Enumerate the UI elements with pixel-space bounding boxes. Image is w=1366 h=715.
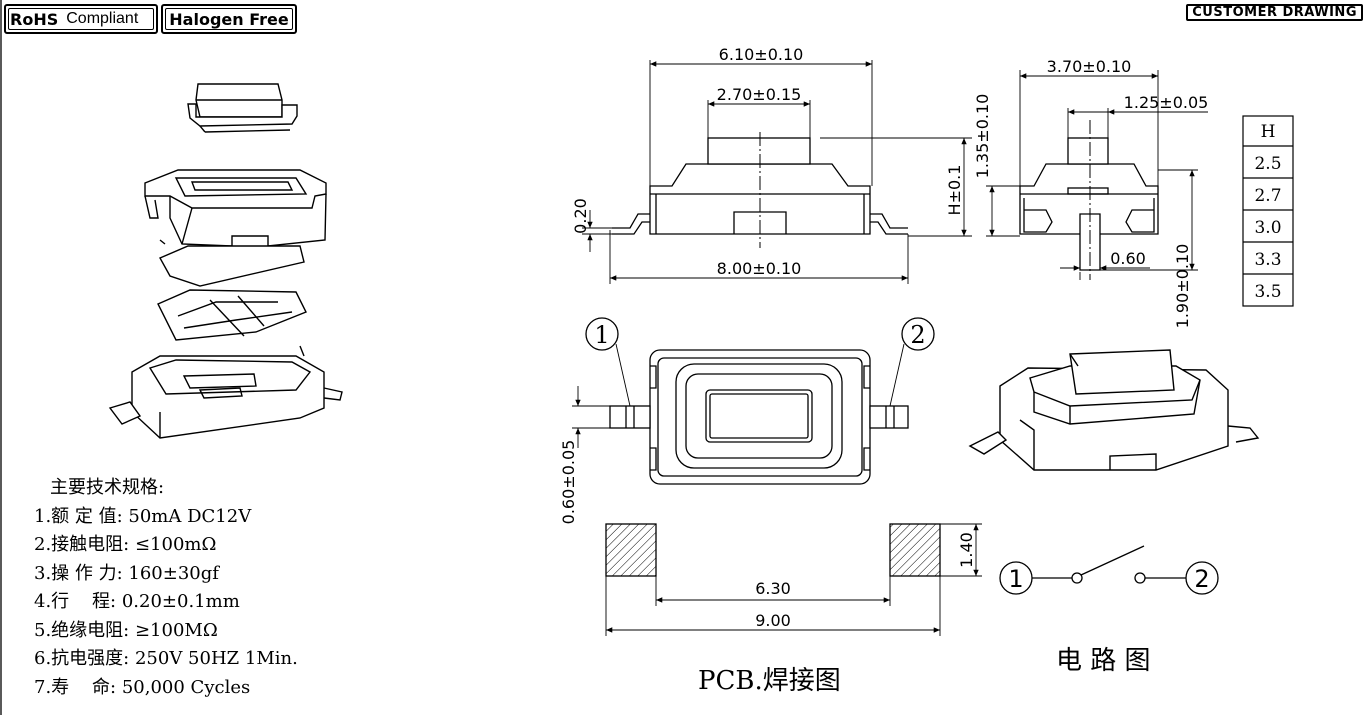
- h-table-value: 3.5: [1254, 282, 1281, 302]
- h-table-header: H: [1261, 122, 1276, 142]
- exploded-base: [108, 345, 343, 439]
- pcb-pad-right: [889, 523, 941, 577]
- h-table: [1242, 115, 1294, 307]
- circuit-pin2-label: 2: [1194, 565, 1209, 593]
- dim-terminal-thickness: 0.20: [571, 198, 590, 234]
- exploded-dome: [157, 289, 307, 341]
- dim-side-width: 3.70±0.10: [1047, 57, 1132, 76]
- rohs-label: RoHS: [10, 9, 59, 29]
- spec-list: 主要技术规格: 1.额 定 值: 50mA DC12V 2.接触电阻: ≤100…: [34, 474, 298, 702]
- spec-line: 7.寿 命: 50,000 Cycles: [34, 676, 251, 698]
- halogen-free-badge: Halogen Free: [161, 4, 297, 34]
- h-table-value: 2.7: [1254, 186, 1281, 206]
- pin1-callout-circle: [585, 317, 619, 351]
- circuit-caption: 电 路 图: [1056, 646, 1151, 676]
- isometric-view: [968, 349, 1260, 471]
- compliant-label: Compliant: [66, 10, 139, 27]
- dim-pin-width: 0.60±0.05: [559, 440, 578, 525]
- pin1-label: 1: [594, 321, 609, 349]
- spec-line: 4.行 程: 0.20±0.1mm: [34, 591, 240, 612]
- dim-pcb-inner: 6.30: [755, 579, 791, 598]
- pcb-caption: PCB.焊接图: [698, 666, 841, 696]
- dim-pcb-outer: 9.00: [755, 611, 791, 630]
- exploded-view: [108, 83, 343, 439]
- pin2-label: 2: [910, 321, 925, 349]
- h-table-value: 2.5: [1254, 154, 1281, 174]
- dim-top-width: 6.10±0.10: [719, 45, 804, 64]
- dim-side-body: 1.35±0.10: [973, 94, 992, 179]
- pcb-pad-left: [605, 523, 657, 577]
- h-table-value: 3.3: [1254, 250, 1281, 270]
- dim-side-terminal: 0.60: [1110, 249, 1146, 268]
- spec-line: 2.接触电阻: ≤100mΩ: [34, 534, 217, 555]
- exploded-cover: [144, 169, 327, 247]
- front-view: [582, 60, 972, 284]
- circuit-pin1-label: 1: [1008, 565, 1023, 593]
- exploded-cap: [187, 83, 298, 133]
- top-view: [572, 317, 935, 485]
- spec-line: 1.额 定 值: 50mA DC12V: [34, 505, 252, 527]
- spec-title: 主要技术规格:: [50, 477, 165, 498]
- dim-height: H±0.1: [945, 165, 964, 216]
- pin2-callout-circle: [901, 317, 935, 351]
- side-view: [986, 70, 1208, 280]
- h-table-value: 3.0: [1254, 218, 1281, 238]
- circuit-diagram: [999, 545, 1219, 595]
- spec-line: 3.操 作 力: 160±30gf: [34, 562, 219, 584]
- customer-drawing-badge: CUSTOMER DRAWING: [1186, 4, 1363, 21]
- exploded-film: [159, 245, 305, 287]
- spec-line: 6.抗电强度: 250V 50HZ 1Min.: [34, 648, 298, 669]
- dim-side-total: 1.90±0.10: [1173, 244, 1192, 329]
- dim-side-cap: 1.25±0.05: [1124, 93, 1209, 112]
- rohs-badge: RoHS Compliant: [4, 4, 158, 34]
- dim-total-length: 8.00±0.10: [717, 259, 802, 278]
- pcb-footprint: [605, 523, 982, 636]
- dim-pcb-pad-height: 1.40: [957, 532, 976, 568]
- circuit-pin2-circle: [1185, 561, 1219, 595]
- dim-cap-width: 2.70±0.15: [717, 85, 802, 104]
- spec-line: 5.绝缘电阻: ≥100MΩ: [34, 619, 218, 641]
